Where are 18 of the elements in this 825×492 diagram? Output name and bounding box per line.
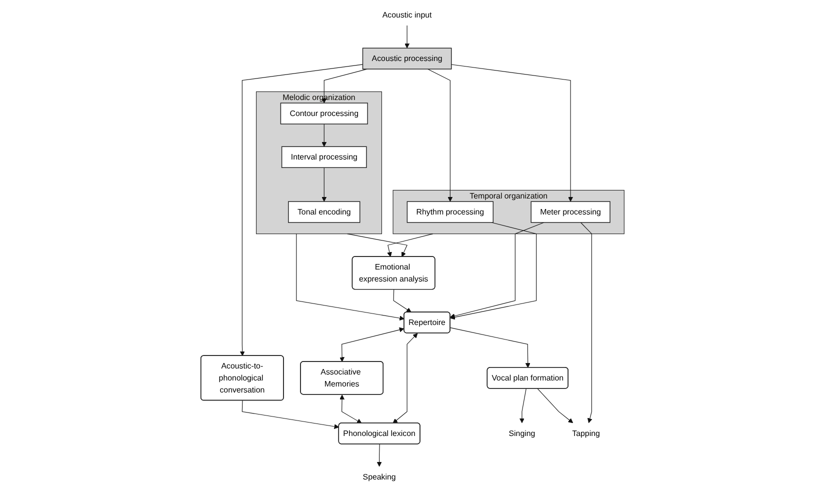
arrow <box>340 327 404 362</box>
arrow <box>393 289 412 312</box>
arrow <box>519 388 526 424</box>
arrow <box>322 167 327 202</box>
arrow <box>340 394 362 424</box>
arrow <box>242 400 340 429</box>
arrow <box>537 388 574 424</box>
arrow <box>322 124 327 147</box>
arrow <box>580 222 592 424</box>
arrow <box>376 444 382 467</box>
arrow <box>404 25 410 48</box>
arrow <box>450 327 530 368</box>
arrow <box>392 333 418 424</box>
arrow <box>346 234 408 257</box>
arrow <box>427 68 453 202</box>
arrow <box>387 234 434 257</box>
arrow <box>296 234 404 321</box>
arrow <box>240 64 364 356</box>
